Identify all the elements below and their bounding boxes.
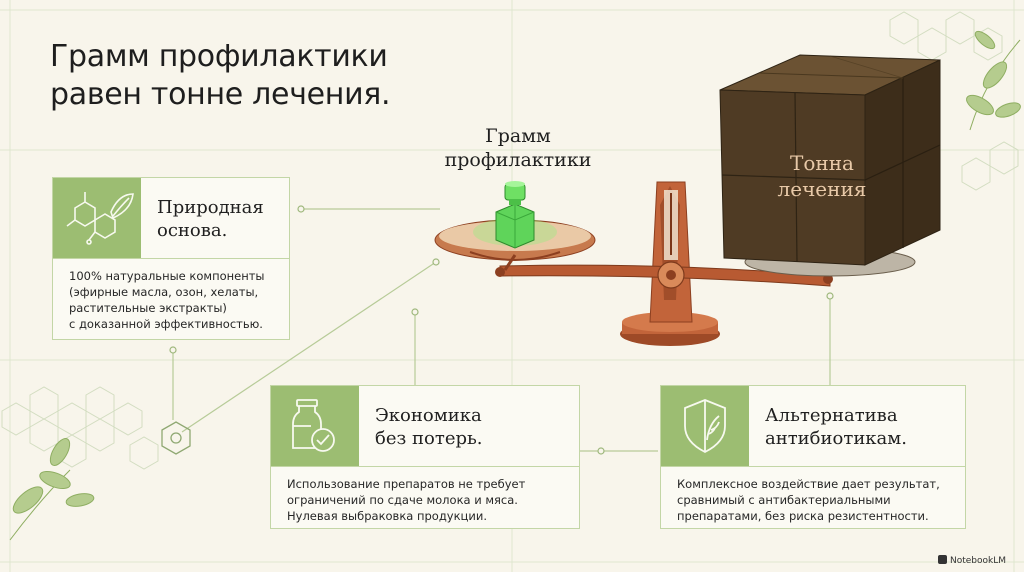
card-body-line: растительные экстракты) xyxy=(69,301,227,315)
card-body-line: препаратами, без риска резистентности. xyxy=(677,509,929,523)
gram-weight-icon xyxy=(473,181,557,249)
card-title-line-2: без потерь. xyxy=(375,428,483,449)
ton-label-line-2: лечения xyxy=(777,177,867,201)
card-antibiotic-alternative: Альтернатива антибиотикам. Комплексное в… xyxy=(660,385,966,529)
gram-label: Грамм профилактики xyxy=(418,124,618,172)
card-body: Комплексное воздействие дает результат, … xyxy=(677,476,955,524)
card-title-line-2: антибиотикам. xyxy=(765,428,908,449)
title-line-2: равен тонне лечения. xyxy=(50,77,391,112)
milk-jug-check-icon xyxy=(271,386,359,466)
brand-text: NotebookLM xyxy=(950,556,1007,566)
ton-label-line-1: Тонна xyxy=(790,151,854,175)
connector-nodes xyxy=(169,205,834,455)
gram-label-line-1: Грамм xyxy=(485,125,551,147)
card-title-line-1: Экономика xyxy=(375,405,482,426)
card-title-line-1: Природная xyxy=(157,197,264,218)
card-body-line: Использование препаратов не требует xyxy=(287,477,526,491)
card-body: Использование препаратов не требует огра… xyxy=(287,476,569,524)
benzene-ring-icon xyxy=(161,421,191,455)
card-header: Экономика без потерь. xyxy=(271,386,579,467)
molecule-leaf-icon xyxy=(53,178,141,258)
card-header: Альтернатива антибиотикам. xyxy=(661,386,965,467)
card-natural-base: Природная основа. 100% натуральные компо… xyxy=(52,177,290,340)
title-line-1: Грамм профилактики xyxy=(50,39,388,74)
notebooklm-logo-icon xyxy=(938,555,947,564)
hexagon-pattern-left xyxy=(1,386,159,470)
card-header: Природная основа. xyxy=(53,178,289,259)
card-title-line-1: Альтернатива xyxy=(765,405,898,426)
card-body-line: (эфирные масла, озон, хелаты, xyxy=(69,285,259,299)
leaf-sprig-icon-left xyxy=(9,438,95,541)
shield-leaf-icon xyxy=(661,386,749,466)
card-title: Экономика без потерь. xyxy=(375,404,483,450)
card-body-line: сравнимый с антибактериальными xyxy=(677,493,891,507)
page-title: Грамм профилактики равен тонне лечения. xyxy=(50,38,470,114)
gram-label-line-2: профилактики xyxy=(444,149,592,171)
leaf-sprig-icon-right xyxy=(966,30,1021,131)
card-economy: Экономика без потерь. Использование преп… xyxy=(270,385,580,529)
ton-label: Тонна лечения xyxy=(742,150,902,202)
hexagon-pattern-right xyxy=(889,11,1019,191)
card-body-line: Комплексное воздействие дает результат, xyxy=(677,477,940,491)
card-title-line-2: основа. xyxy=(157,220,228,241)
card-body-line: ограничений по сдаче молока и мяса. xyxy=(287,493,518,507)
card-body: 100% натуральные компоненты (эфирные мас… xyxy=(69,268,279,332)
connector-lines xyxy=(172,208,831,452)
card-title: Альтернатива антибиотикам. xyxy=(765,404,907,450)
ton-cube-icon xyxy=(719,54,941,266)
card-body-line: с доказанной эффективностью. xyxy=(69,317,263,331)
card-body-line: Нулевая выбраковка продукции. xyxy=(287,509,487,523)
card-body-line: 100% натуральные компоненты xyxy=(69,269,265,283)
notebooklm-watermark: NotebookLM xyxy=(938,555,1006,566)
card-title: Природная основа. xyxy=(157,196,264,242)
